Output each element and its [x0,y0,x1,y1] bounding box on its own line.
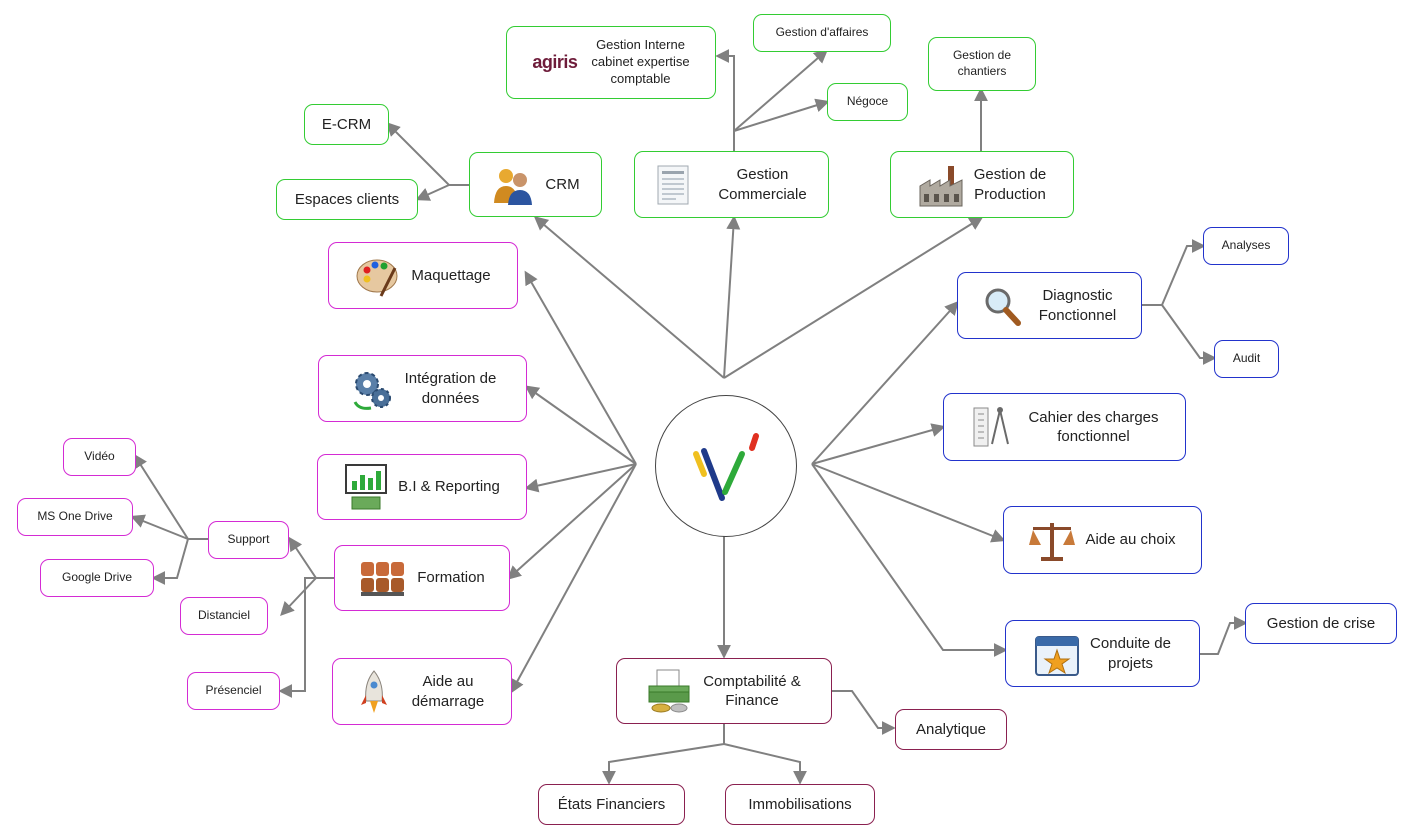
gestion-affaires-node[interactable]: Gestion d'affaires [753,14,891,52]
cahier-charges-node[interactable]: Cahier des charges fonctionnel [943,393,1186,461]
support-label: Support [227,532,270,547]
integration-node[interactable]: Intégration de données [318,355,527,422]
immobilisations-node[interactable]: Immobilisations [725,784,875,825]
rocket-icon [360,669,388,715]
scales-icon [1029,517,1076,563]
money-icon [647,668,693,714]
immobilisations-label: Immobilisations [748,795,852,813]
agiris-label: Gestion Interne cabinet expertise compta… [591,37,690,86]
aide-demarrage-node[interactable]: Aide au démarrage [332,658,512,725]
distanciel-label: Distanciel [197,608,251,623]
video-node[interactable]: Vidéo [63,438,136,476]
gestion-chantiers-node[interactable]: Gestion de chantiers [928,37,1036,91]
audit-label: Audit [1232,351,1261,366]
diagnostic-label: Diagnostic Fonctionnel [1038,287,1117,324]
maquettage-label: Maquettage [411,266,491,284]
bi-reporting-label: B.I & Reporting [398,478,500,496]
diagnostic-node[interactable]: Diagnostic Fonctionnel [957,272,1142,339]
gestion-production-label: Gestion de Production [973,166,1047,203]
comptabilite-finance-label: Comptabilité & Finance [703,672,801,710]
drafting-icon [970,404,1010,450]
calendar-star-icon [1034,631,1080,677]
etats-financiers-label: États Financiers [557,795,666,813]
gestion-production-node[interactable]: Gestion de Production [890,151,1074,218]
gestion-crise-node[interactable]: Gestion de crise [1245,603,1397,644]
cahier-charges-label: Cahier des charges fonctionnel [1028,408,1159,446]
aide-choix-label: Aide au choix [1085,531,1176,549]
crm-label: CRM [545,175,580,193]
agiris-logo: agiris [532,51,578,72]
integration-label: Intégration de données [404,370,497,407]
analyses-node[interactable]: Analyses [1203,227,1289,265]
aide-demarrage-label: Aide au démarrage [411,673,485,710]
espaces-clients-node[interactable]: Espaces clients [276,179,418,220]
comptabilite-finance-node[interactable]: Comptabilité & Finance [616,658,832,724]
factory-icon [918,162,964,208]
analytique-label: Analytique [915,720,987,738]
negoce-node[interactable]: Négoce [827,83,908,121]
ecrm-label: E-CRM [321,115,372,133]
bi-reporting-node[interactable]: B.I & Reporting [317,454,527,520]
users-icon [491,165,535,205]
conduite-projets-label: Conduite de projets [1090,635,1171,672]
magnifier-icon [983,286,1021,326]
gestion-chantiers-label: Gestion de chantiers [952,48,1012,78]
formation-node[interactable]: Formation [334,545,510,611]
seats-icon [359,558,407,598]
presenciel-node[interactable]: Présenciel [187,672,280,710]
analyses-label: Analyses [1221,238,1271,253]
chart-board-icon [344,463,388,511]
gears-icon [349,366,395,412]
agiris-node[interactable]: agiris Gestion Interne cabinet expertise… [506,26,716,99]
ecrm-node[interactable]: E-CRM [304,104,389,145]
maquettage-node[interactable]: Maquettage [328,242,518,309]
google-drive-label: Google Drive [61,570,133,585]
aide-choix-node[interactable]: Aide au choix [1003,506,1202,574]
presenciel-label: Présenciel [205,683,262,698]
analytique-node[interactable]: Analytique [895,709,1007,750]
document-list-icon [656,164,690,206]
espaces-clients-label: Espaces clients [294,190,400,208]
ms-onedrive-label: MS One Drive [37,509,113,524]
google-drive-node[interactable]: Google Drive [40,559,154,597]
gestion-crise-label: Gestion de crise [1266,614,1376,632]
palette-icon [355,254,401,298]
negoce-label: Négoce [846,94,889,109]
etats-financiers-node[interactable]: États Financiers [538,784,685,825]
crm-node[interactable]: CRM [469,152,602,217]
formation-label: Formation [417,569,485,587]
gestion-affaires-label: Gestion d'affaires [775,25,869,40]
ms-onedrive-node[interactable]: MS One Drive [17,498,133,536]
video-label: Vidéo [84,449,115,464]
support-node[interactable]: Support [208,521,289,559]
v-logo [693,433,759,501]
distanciel-node[interactable]: Distanciel [180,597,268,635]
audit-node[interactable]: Audit [1214,340,1279,378]
center-logo-node[interactable] [655,395,797,537]
conduite-projets-node[interactable]: Conduite de projets [1005,620,1200,687]
gestion-commerciale-label: Gestion Commerciale [718,166,807,203]
gestion-commerciale-node[interactable]: Gestion Commerciale [634,151,829,218]
